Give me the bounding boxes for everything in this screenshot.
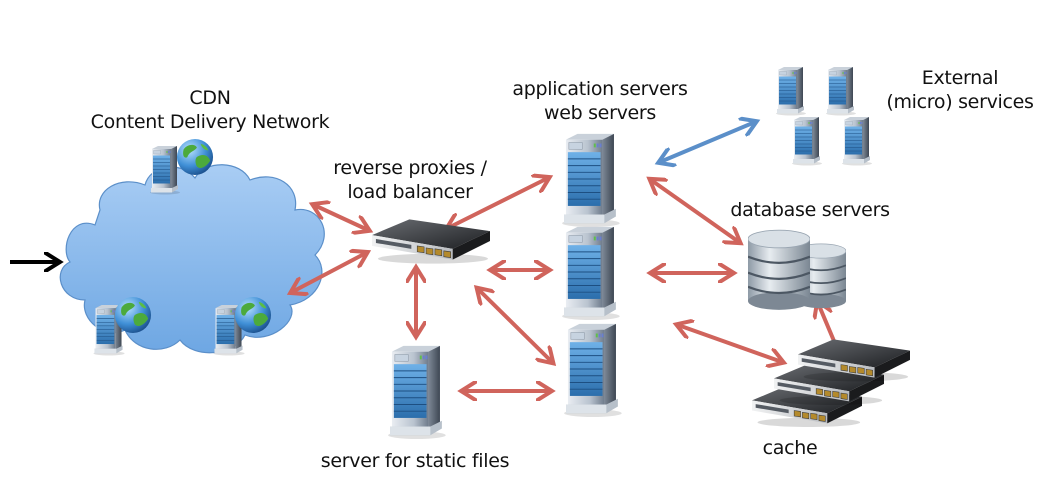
arrow-app1-database <box>651 180 739 242</box>
server-icon <box>149 145 181 195</box>
app-label-line-1: application servers <box>512 78 688 100</box>
server-icon <box>825 66 857 116</box>
app-server-2-icon <box>561 226 621 321</box>
app-servers-label: application servers web servers <box>495 77 705 125</box>
proxy-label-line-2: load balancer <box>347 181 473 203</box>
globe-icon <box>234 296 272 334</box>
arrow-cdn-proxy-upper <box>314 205 368 230</box>
external-label-line-2: (micro) services <box>886 91 1034 113</box>
cache-label-line-1: cache <box>762 437 818 459</box>
external-services-cluster <box>775 66 873 166</box>
database-label: database servers <box>720 198 900 222</box>
arrow-cdn-proxy-lower <box>292 253 366 292</box>
external-services-label: External (micro) services <box>880 66 1040 114</box>
proxy-label-line-1: reverse proxies / <box>333 157 487 179</box>
proxy-label: reverse proxies / load balancer <box>320 156 500 204</box>
database-label-line-1: database servers <box>730 199 890 221</box>
cdn-cloud <box>59 138 325 356</box>
cache-switches-icon <box>752 339 910 428</box>
arrow-proxy-app1 <box>448 178 548 228</box>
switch-icon <box>798 339 910 382</box>
globe-icon <box>176 138 214 176</box>
cdn-server-bottom-right <box>213 296 272 356</box>
server-icon <box>775 66 807 116</box>
app-server-3-icon <box>563 323 623 418</box>
static-label-line-1: server for static files <box>320 450 510 472</box>
globe-icon <box>114 296 152 334</box>
static-server-label: server for static files <box>310 449 520 473</box>
database-disk-front <box>748 228 810 312</box>
app-label-line-2: web servers <box>543 102 657 124</box>
static-file-server-icon <box>387 345 447 440</box>
load-balancer-switch-icon <box>372 219 490 264</box>
arrow-proxy-app3 <box>478 289 552 362</box>
server-icon <box>841 116 873 166</box>
cdn-label-line-1: CDN <box>189 87 231 109</box>
cdn-label-line-2: Content Delivery Network <box>90 111 330 133</box>
database-icon <box>748 228 846 312</box>
external-label-line-1: External <box>921 67 999 89</box>
arrow-app3-cache <box>678 325 782 362</box>
server-icon <box>791 116 823 166</box>
arrow-app1-external <box>660 122 755 162</box>
connection-arrows <box>292 178 842 391</box>
cdn-label: CDN Content Delivery Network <box>70 86 350 134</box>
cache-label: cache <box>750 436 830 460</box>
app-server-1-icon <box>561 133 621 228</box>
